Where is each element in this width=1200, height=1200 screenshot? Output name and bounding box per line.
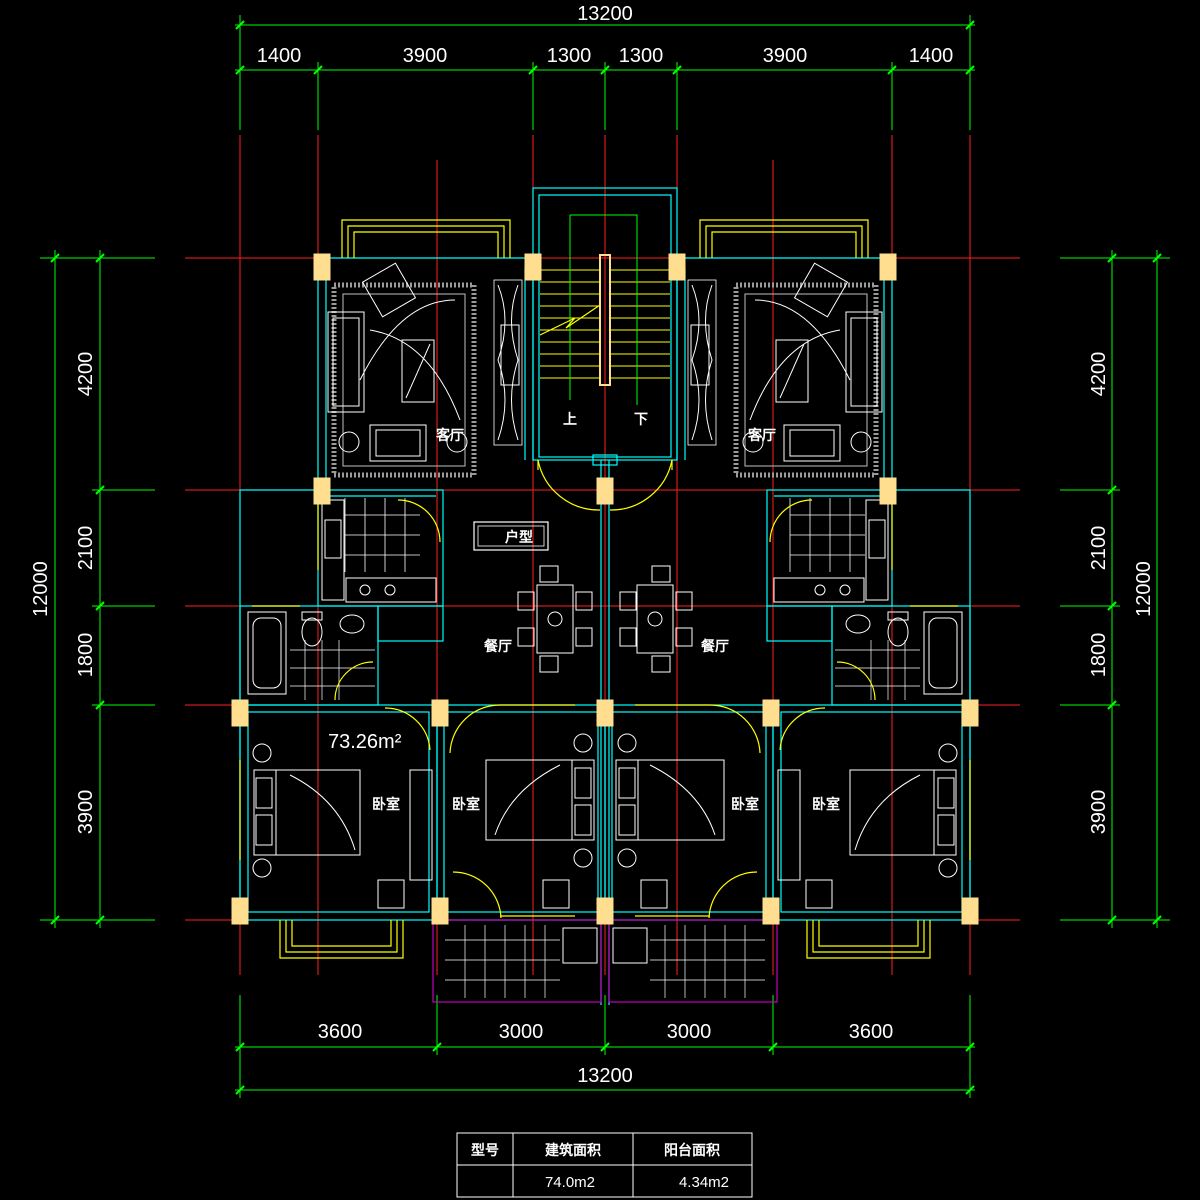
dimension-lines	[40, 15, 1170, 1098]
bathroom-fixtures	[247, 611, 963, 701]
living-room-left-furniture	[327, 262, 523, 478]
windows	[239, 219, 971, 959]
table-cell-building-area: 74.0m2	[545, 1174, 595, 1191]
unit-type-box: 户型	[473, 521, 549, 551]
table-cell-balcony-area: 4.34m2	[679, 1174, 729, 1191]
dim-left-total: 12000	[30, 561, 52, 617]
dimension-ticks	[50, 20, 1162, 1095]
area-table: 型号 建筑面积 阳台面积 74.0m2 4.34m2	[456, 1132, 753, 1198]
dim-right-4: 3900	[1088, 790, 1110, 835]
dim-top-1: 1400	[257, 45, 302, 67]
dim-left-4: 3900	[75, 790, 97, 835]
dim-left-3: 1800	[75, 633, 97, 678]
dining-furniture	[517, 565, 693, 673]
dim-top-5: 3900	[763, 45, 808, 67]
staircase: 上 下	[537, 214, 673, 511]
unit-area-label: 73.26m²	[328, 731, 402, 753]
dining-room-right-label: 餐厅	[700, 638, 729, 655]
unit-type-label: 户型	[505, 529, 533, 546]
dimension-labels: 13200 1400 3900 1300 1300 3900 1400 3600…	[30, 3, 1155, 1087]
dim-left-1: 4200	[75, 352, 97, 397]
dim-bottom-1: 3600	[318, 1021, 363, 1043]
dim-top-4: 1300	[619, 45, 664, 67]
stair-up-label: 上	[563, 412, 577, 428]
dim-right-total: 12000	[1133, 561, 1155, 617]
bedroom-2-label: 卧室	[452, 796, 480, 813]
table-header-balcony-area: 阳台面积	[664, 1142, 720, 1159]
bedroom-3-label: 卧室	[731, 796, 759, 813]
dim-right-1: 4200	[1088, 352, 1110, 397]
living-room-right-furniture	[687, 262, 883, 478]
room-labels: 客厅 客厅 餐厅 餐厅 卧室 卧室 卧室 卧室	[372, 427, 840, 813]
dim-bottom-total: 13200	[577, 1065, 633, 1087]
table-header-model: 型号	[471, 1142, 499, 1159]
stair-down-label: 下	[634, 412, 648, 428]
kitchen-fixtures	[321, 498, 889, 603]
dim-top-2: 3900	[403, 45, 448, 67]
balconies	[432, 919, 778, 1003]
dim-bottom-4: 3600	[849, 1021, 894, 1043]
bedroom-furniture	[252, 704, 958, 919]
dim-top-3: 1300	[547, 45, 592, 67]
living-room-left-label: 客厅	[435, 427, 464, 444]
bedroom-1-label: 卧室	[372, 796, 400, 813]
columns	[231, 253, 979, 925]
dim-bottom-2: 3000	[499, 1021, 544, 1043]
dim-right-2: 2100	[1088, 526, 1110, 571]
dim-top-6: 1400	[909, 45, 954, 67]
bedroom-4-label: 卧室	[812, 796, 840, 813]
living-room-right-label: 客厅	[747, 427, 776, 444]
dim-bottom-3: 3000	[667, 1021, 712, 1043]
dim-top-total: 13200	[577, 3, 633, 25]
dining-room-left-label: 餐厅	[483, 638, 512, 655]
dim-right-3: 1800	[1088, 633, 1110, 678]
table-header-building-area: 建筑面积	[545, 1142, 601, 1159]
dim-left-2: 2100	[75, 526, 97, 571]
